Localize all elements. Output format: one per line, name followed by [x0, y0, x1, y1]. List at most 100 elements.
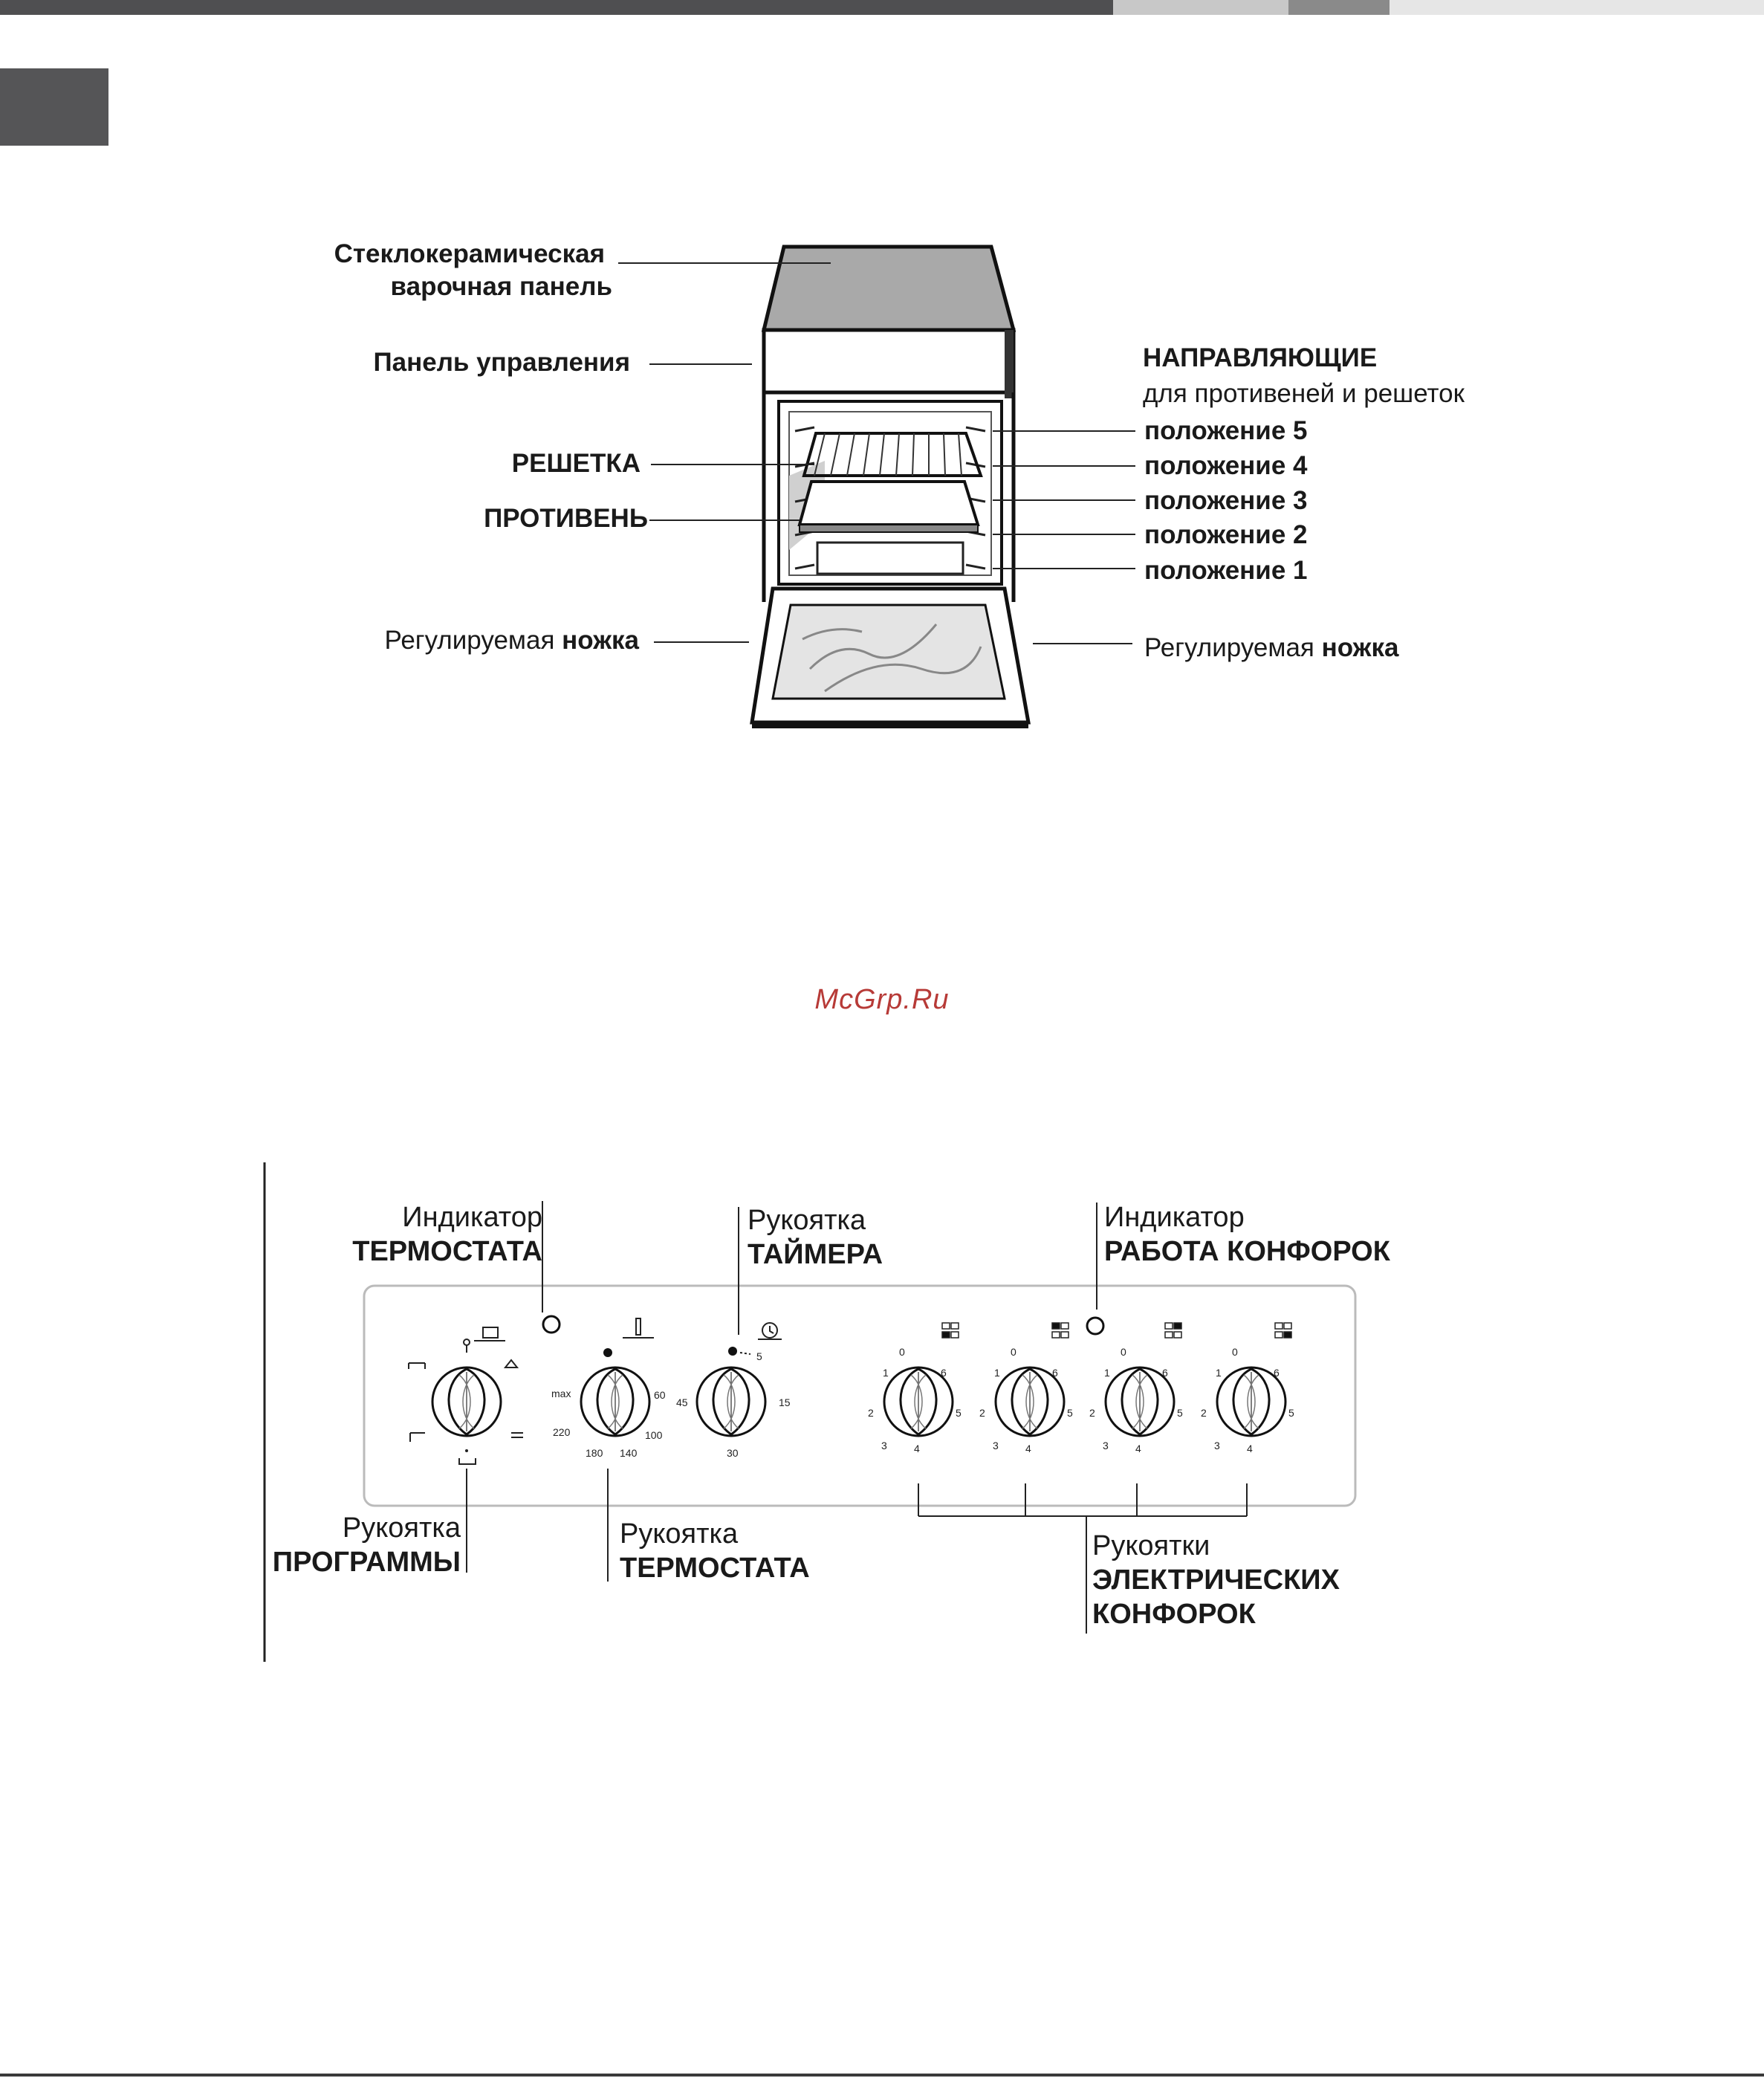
right-foot-bold: ножка [1321, 633, 1399, 662]
hotplate-3-scale-3: 3 [1103, 1440, 1109, 1451]
timer-knob-symbols [728, 1322, 782, 1356]
thermostat-scale-100: 100 [645, 1429, 663, 1441]
cabinet-body [762, 392, 1016, 602]
program-knob[interactable] [431, 1366, 502, 1437]
hotplate-1-scale-0: 0 [899, 1346, 905, 1358]
guide-position-1: положение 1 [1144, 556, 1308, 585]
timer-knob[interactable] [695, 1366, 767, 1437]
hotplate-3-scale-6: 6 [1162, 1367, 1168, 1379]
timer-scale-5: 5 [756, 1350, 762, 1362]
thermostat-indicator-label-1: Индикатор [402, 1202, 542, 1233]
oven-door [750, 586, 1031, 728]
hotplate-zone-symbols [941, 1322, 1292, 1339]
hotplate-3-scale-4: 4 [1135, 1443, 1141, 1454]
program-knob-label-2: ПРОГРАММЫ [272, 1547, 461, 1578]
thermostat-indicator-label-2: ТЕРМОСТАТА [352, 1236, 542, 1267]
thermostat-scale-60: 60 [654, 1389, 666, 1401]
hob-label-line1: Стеклокерамическая [334, 239, 605, 268]
right-foot-plain: Регулируемая [1144, 633, 1314, 662]
hotplate-indicator-label-1: Индикатор [1104, 1202, 1245, 1233]
rack-label: РЕШЕТКА [511, 449, 641, 478]
watermark: McGrp.Ru [814, 984, 950, 1015]
hotplate-3-scale-1: 1 [1104, 1367, 1110, 1379]
hotplate-1-scale-5: 5 [956, 1407, 962, 1419]
panel-leader-lines [466, 1201, 1248, 1634]
thermostat-knob-symbols [603, 1318, 654, 1357]
hotplate-1-scale-2: 2 [868, 1407, 874, 1419]
hotplate-4-scale-6: 6 [1274, 1367, 1280, 1379]
hotplate-2-scale-0: 0 [1011, 1346, 1016, 1358]
hotplate-4-scale-0: 0 [1232, 1346, 1238, 1358]
timer-scale: 5 15 30 45 [676, 1350, 791, 1459]
program-knob-symbols [408, 1327, 523, 1465]
hotplate-2-scale-3: 3 [993, 1440, 999, 1451]
hotplate-2-scale-1: 1 [994, 1367, 1000, 1379]
hotplate-1-scale-1: 1 [883, 1367, 889, 1379]
thermostat-scale: max 60 220 100 180 140 [551, 1388, 666, 1459]
thermostat-scale-180: 180 [586, 1447, 603, 1459]
thermostat-knob-label-1: Рукоятка [620, 1518, 739, 1550]
thermostat-scale-220: 220 [553, 1426, 571, 1438]
guides-subtitle: для противеней и решеток [1143, 379, 1465, 408]
header-bar-dark [0, 0, 1113, 15]
right-foot-label: Регулируемая ножка [1144, 632, 1398, 664]
hotplate-3-scale-5: 5 [1177, 1407, 1183, 1419]
glass-ceramic-hob [761, 245, 1016, 332]
program-knob-label-1: Рукоятка [342, 1512, 461, 1544]
oven-leader-lines [618, 262, 1135, 644]
header-bar-light [1113, 0, 1288, 15]
hotplate-indicator-label-2: РАБОТА КОНФОРОК [1104, 1236, 1390, 1267]
left-foot-plain: Регулируемая [384, 626, 555, 655]
hotplate-2-scale-5: 5 [1067, 1407, 1073, 1419]
hotplate-4-scale-1: 1 [1216, 1367, 1222, 1379]
timer-scale-45: 45 [676, 1396, 688, 1408]
header-bar-pale [1390, 0, 1764, 15]
header-bar-mid [1288, 0, 1390, 15]
guide-position-5: положение 5 [1144, 416, 1308, 445]
thermostat-indicator-lamp [542, 1315, 561, 1334]
guide-position-2: положение 2 [1144, 520, 1308, 549]
timer-scale-30: 30 [727, 1447, 739, 1459]
control-panel-strip [762, 328, 1016, 395]
control-panel-label: Панель управления [373, 348, 630, 377]
timer-knob-label-2: ТАЙМЕРА [748, 1239, 883, 1270]
page-corner-tab [0, 68, 108, 146]
guides-title: НАПРАВЛЯЮЩИЕ [1143, 343, 1378, 372]
control-panel-plate [363, 1284, 1357, 1507]
cabinet-side-edge [1005, 330, 1014, 398]
hotplate-indicator-lamp [1086, 1316, 1105, 1336]
guide-position-3: положение 3 [1144, 486, 1308, 515]
hotplate-2-scale-2: 2 [979, 1407, 985, 1419]
tray-label: ПРОТИВЕНЬ [484, 504, 648, 533]
hotplate-knobs-label-3: КОНФОРОК [1092, 1599, 1256, 1630]
baking-tray [797, 480, 980, 533]
hob-label-line2: варочная панель [390, 272, 612, 301]
thermostat-knob-label-2: ТЕРМОСТАТА [620, 1553, 810, 1584]
hotplate-4-scale-2: 2 [1201, 1407, 1207, 1419]
hotplate-1-scale-6: 6 [941, 1367, 947, 1379]
header-color-bar [0, 0, 1764, 15]
thermostat-scale-140: 140 [620, 1447, 638, 1459]
left-foot-bold: ножка [562, 626, 639, 655]
page-bottom-rule [0, 2074, 1764, 2077]
hotplate-knobs-label-1: Рукоятки [1092, 1530, 1210, 1561]
hotplate-3-scale-2: 2 [1089, 1407, 1095, 1419]
hotplate-1-scale-3: 3 [881, 1440, 887, 1451]
hotplate-3-scale-0: 0 [1121, 1346, 1126, 1358]
hotplate-4-scale-3: 3 [1214, 1440, 1220, 1451]
hotplate-4-scale-4: 4 [1247, 1443, 1253, 1454]
timer-knob-label-1: Рукоятка [748, 1205, 866, 1236]
thermostat-scale-max: max [551, 1388, 571, 1399]
guide-position-4: положение 4 [1144, 451, 1308, 480]
hotplate-knobs-label-2: ЭЛЕКТРИЧЕСКИХ [1092, 1564, 1340, 1596]
hotplate-4-scale-5: 5 [1288, 1407, 1294, 1419]
left-foot-label: Регулируемая ножка [385, 624, 639, 657]
hotplate-1-scale-4: 4 [914, 1443, 920, 1454]
timer-scale-15: 15 [779, 1396, 791, 1408]
thermostat-knob[interactable] [580, 1366, 651, 1437]
hotplate-2-scale-4: 4 [1025, 1443, 1031, 1454]
wire-rack [802, 432, 983, 477]
bottom-element [816, 541, 964, 575]
